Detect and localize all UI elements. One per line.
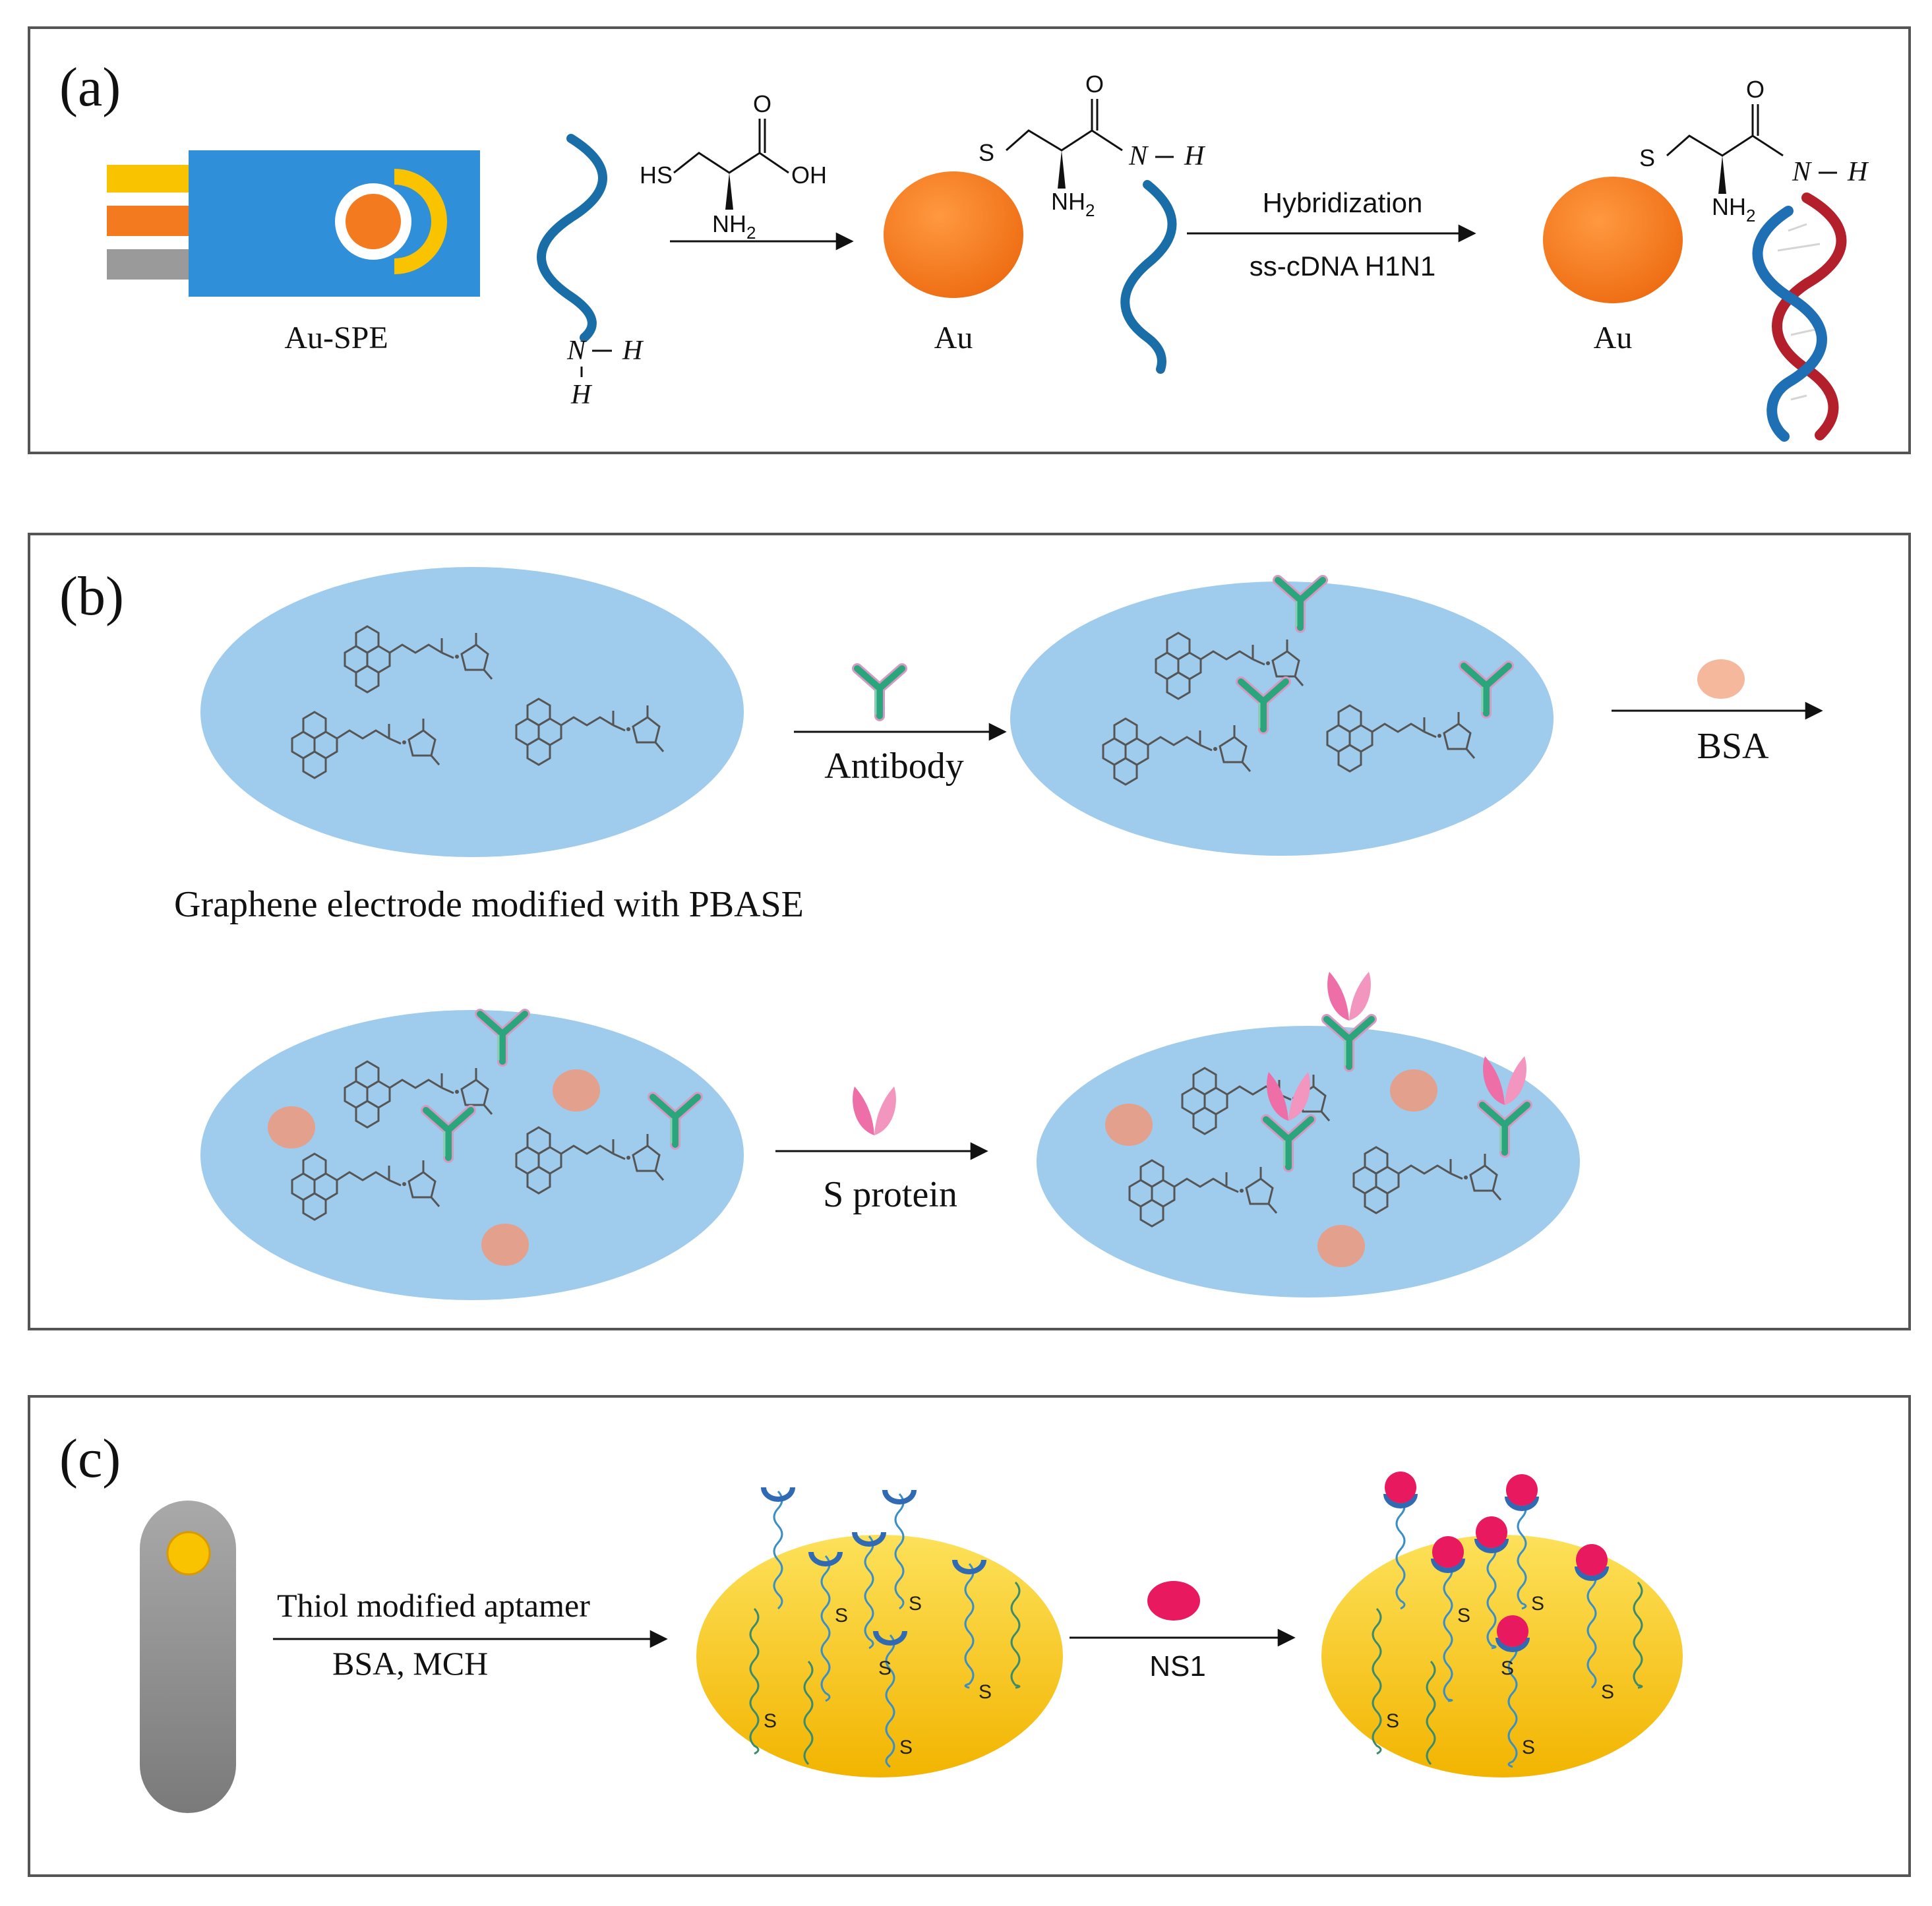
thiol-s-label: S (899, 1737, 913, 1758)
ns1-label: NS1 (1149, 1650, 1206, 1683)
linked-structure-2: S O NH2 N H (1639, 76, 1869, 225)
svg-text:OH: OH (791, 162, 827, 189)
gold-electrode-rod (140, 1501, 236, 1813)
thiol-s-label: S (1457, 1605, 1470, 1626)
svg-text:S: S (979, 139, 994, 166)
svg-text:O: O (1746, 76, 1765, 103)
aptamer-chain (1372, 1607, 1382, 1755)
bsa-label: BSA (1697, 726, 1769, 767)
panel-c-label: (c) (59, 1428, 121, 1489)
amine-group: N H H (566, 336, 644, 410)
bsa-mch-label: BSA, MCH (332, 1645, 488, 1682)
bsa-icon (1697, 659, 1745, 699)
aptamer-chain (964, 1563, 975, 1689)
au-particle-2 (1543, 177, 1683, 303)
bsa-blob (481, 1224, 529, 1266)
au-spe-electrode (107, 150, 480, 297)
ns1-icon (1147, 1581, 1200, 1621)
aptamer-chain (864, 1535, 874, 1650)
graphene-electrode-3 (200, 1010, 744, 1300)
au-label-2: Au (1594, 320, 1633, 355)
thiol-s-label: S (1531, 1593, 1544, 1615)
panel-a-label: (a) (59, 57, 121, 118)
aptamer-chain (773, 1490, 783, 1610)
ns1-bound (1385, 1472, 1416, 1503)
thiol-s-label: S (909, 1593, 922, 1615)
s-protein-label: S protein (823, 1174, 957, 1215)
au-label-1: Au (934, 320, 973, 355)
graphene-electrode-4 (1037, 1026, 1580, 1297)
svg-text:N: N (566, 336, 587, 366)
svg-text:HS: HS (640, 162, 673, 189)
svg-text:H: H (1184, 141, 1206, 171)
aptamer-chain (1010, 1581, 1021, 1689)
aptamer-chain (1586, 1569, 1597, 1689)
thiol-s-label: S (979, 1681, 992, 1703)
aptamer-chain (894, 1493, 905, 1610)
gold-surface-1 (696, 1535, 1063, 1777)
thiol-s-label: S (1522, 1737, 1535, 1758)
aptamer-chain (1507, 1640, 1518, 1768)
aptamer-chains-2: S S S S S S (1372, 1472, 1643, 1768)
svg-text:N: N (1128, 141, 1149, 171)
ssdna-strand (537, 134, 607, 342)
thiol-s-label: S (1501, 1657, 1514, 1679)
thiol-s-label: S (835, 1605, 848, 1626)
aptamer-chain (803, 1660, 814, 1766)
aptamer-chain (1395, 1497, 1406, 1610)
bsa-blob (1317, 1225, 1365, 1267)
graphene-caption: Graphene electrode modified with PBASE (174, 884, 804, 925)
thiol-s-label: S (764, 1710, 777, 1732)
graphene-electrode-2 (1010, 581, 1554, 856)
thiol-s-label: S (878, 1657, 891, 1679)
svg-text:O: O (753, 90, 771, 117)
ns1-bound (1497, 1615, 1528, 1647)
aptamer-chain (885, 1634, 895, 1768)
cysteine-structure: HS O OH NH2 (640, 90, 827, 243)
aptamer-chain (1486, 1541, 1497, 1650)
aptamer-chain (1517, 1499, 1527, 1610)
thiol-aptamer-label: Thiol modified aptamer (277, 1587, 590, 1624)
aptamer-chain (1426, 1660, 1436, 1766)
svg-text:S: S (1639, 144, 1655, 171)
panel-b-label: (b) (59, 566, 124, 627)
ns1-bound (1432, 1536, 1464, 1568)
svg-text:H: H (570, 380, 593, 410)
linked-structure-1: S O NH2 N H (979, 71, 1206, 374)
dsdna-helix (1752, 193, 1847, 442)
ss-cdna-label: ss-cDNA H1N1 (1250, 251, 1435, 282)
bsa-blob (553, 1069, 600, 1112)
graphene-electrode-1 (200, 567, 744, 857)
bsa-blob (268, 1106, 315, 1148)
aptamer-chain (1633, 1581, 1643, 1689)
ns1-bound (1506, 1474, 1538, 1506)
ns1-bound (1476, 1516, 1507, 1548)
aptamer-chain (749, 1607, 760, 1755)
svg-text:N: N (1792, 157, 1812, 187)
au-spe-label: Au-SPE (284, 320, 388, 355)
ns1-bound (1576, 1544, 1608, 1576)
aptamer-chains-1: S S S S S S (749, 1487, 1021, 1768)
aptamer-chain (1443, 1561, 1453, 1702)
svg-text:H: H (1847, 157, 1869, 187)
thiol-s-label: S (1601, 1681, 1614, 1703)
hybridization-label: Hybridization (1263, 187, 1423, 218)
aptamer-chain (820, 1555, 831, 1702)
thiol-s-label: S (1386, 1710, 1399, 1732)
bsa-blob (1105, 1104, 1153, 1146)
au-particle-1 (884, 171, 1023, 298)
svg-text:H: H (622, 336, 644, 366)
bsa-blob (1390, 1069, 1437, 1112)
antibody-label: Antibody (824, 746, 964, 787)
svg-text:O: O (1085, 71, 1104, 98)
gold-surface-2 (1321, 1535, 1683, 1777)
